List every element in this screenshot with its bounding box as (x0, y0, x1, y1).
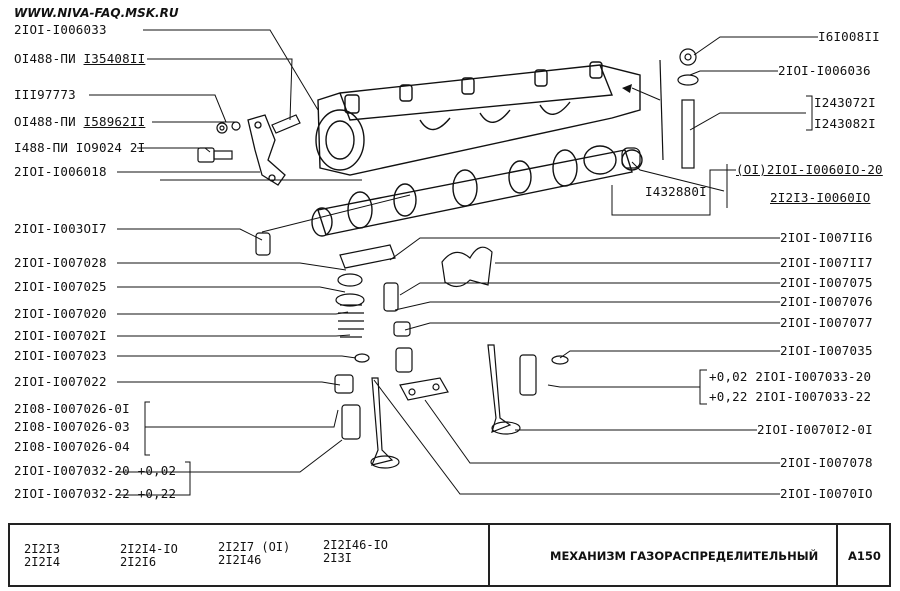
part-label: 2IOI-I007II7 (780, 255, 873, 270)
part-label: III97773 (14, 87, 76, 102)
part-label: +0,22 2IOI-I007033-22 (709, 389, 872, 404)
leader-lines-right (373, 36, 818, 495)
part-label: I6I008II (818, 29, 880, 44)
part-label: (OI)2IOI-I0060IO-20 (736, 162, 883, 177)
part-label: 2IOI-I003OI7 (14, 221, 107, 236)
part-label: 2IOI-I007032-20 +0,02 (14, 463, 177, 478)
part-label: 2IOI-I007028 (14, 255, 107, 270)
model-cell: 2I2I7 (OI)2I2I46 (218, 540, 291, 567)
camshaft (311, 145, 643, 237)
part-label: 2IOI-I007025 (14, 279, 107, 294)
part-label: 2IOI-I007078 (780, 455, 873, 470)
part-label: 2IOI-I0070I2-0I (757, 422, 873, 437)
part-label: 2IOI-I0070IO (780, 486, 873, 501)
part-label: 2IOI-I007076 (780, 294, 873, 309)
part-label: 2I08-I007026-0I (14, 401, 130, 416)
part-label: 2IOI-I006018 (14, 164, 107, 179)
leader-lines-left (89, 29, 411, 496)
part-label: 2IOI-I007035 (780, 343, 873, 358)
part-label: +0,02 2IOI-I007033-20 (709, 369, 872, 384)
camshaft-housing (315, 61, 641, 176)
part-label: 2IOI-I007020 (14, 306, 107, 321)
part-label: 2IOI-I006036 (778, 63, 871, 78)
part-label: 2I2I3-I0060IO (770, 190, 871, 205)
part-label: I432880I (645, 184, 707, 199)
sheet-code: A150 (848, 549, 881, 563)
part-label: I243072I (814, 95, 876, 110)
part-label: 2IOI-I007077 (780, 315, 873, 330)
part-label: I243082I (814, 116, 876, 131)
arrow-head (622, 84, 632, 93)
part-label: I488-ПИ IO9024 2I (14, 140, 146, 155)
part-label: 2IOI-I007022 (14, 374, 107, 389)
title-divider (488, 525, 490, 585)
drawing-title: МЕХАНИЗМ ГАЗОРАСПРЕДЕЛИТЕЛЬНЫЙ (550, 549, 819, 563)
part-label: 2IOI-I007II6 (780, 230, 873, 245)
part-label: OI488-ПИ I35408II (14, 51, 146, 66)
part-label: OI488-ПИ I58962II (14, 114, 146, 129)
part-label: 2I08-I007026-04 (14, 439, 130, 454)
part-label: 2IOI-I006033 (14, 22, 107, 37)
part-label: 2I08-I007026-03 (14, 419, 130, 434)
part-label: 2IOI-I007023 (14, 348, 107, 363)
code-divider (836, 525, 838, 585)
valve-train-parts (334, 244, 569, 469)
small-fasteners (197, 48, 699, 256)
part-label: 2IOI-I00702I (14, 328, 107, 343)
gasket-plate (247, 114, 286, 186)
site-watermark: WWW.NIVA-FAQ.MSK.RU (14, 6, 179, 20)
part-label: 2IOI-I007032-22 +0,22 (14, 486, 177, 501)
part-label: 2IOI-I007075 (780, 275, 873, 290)
